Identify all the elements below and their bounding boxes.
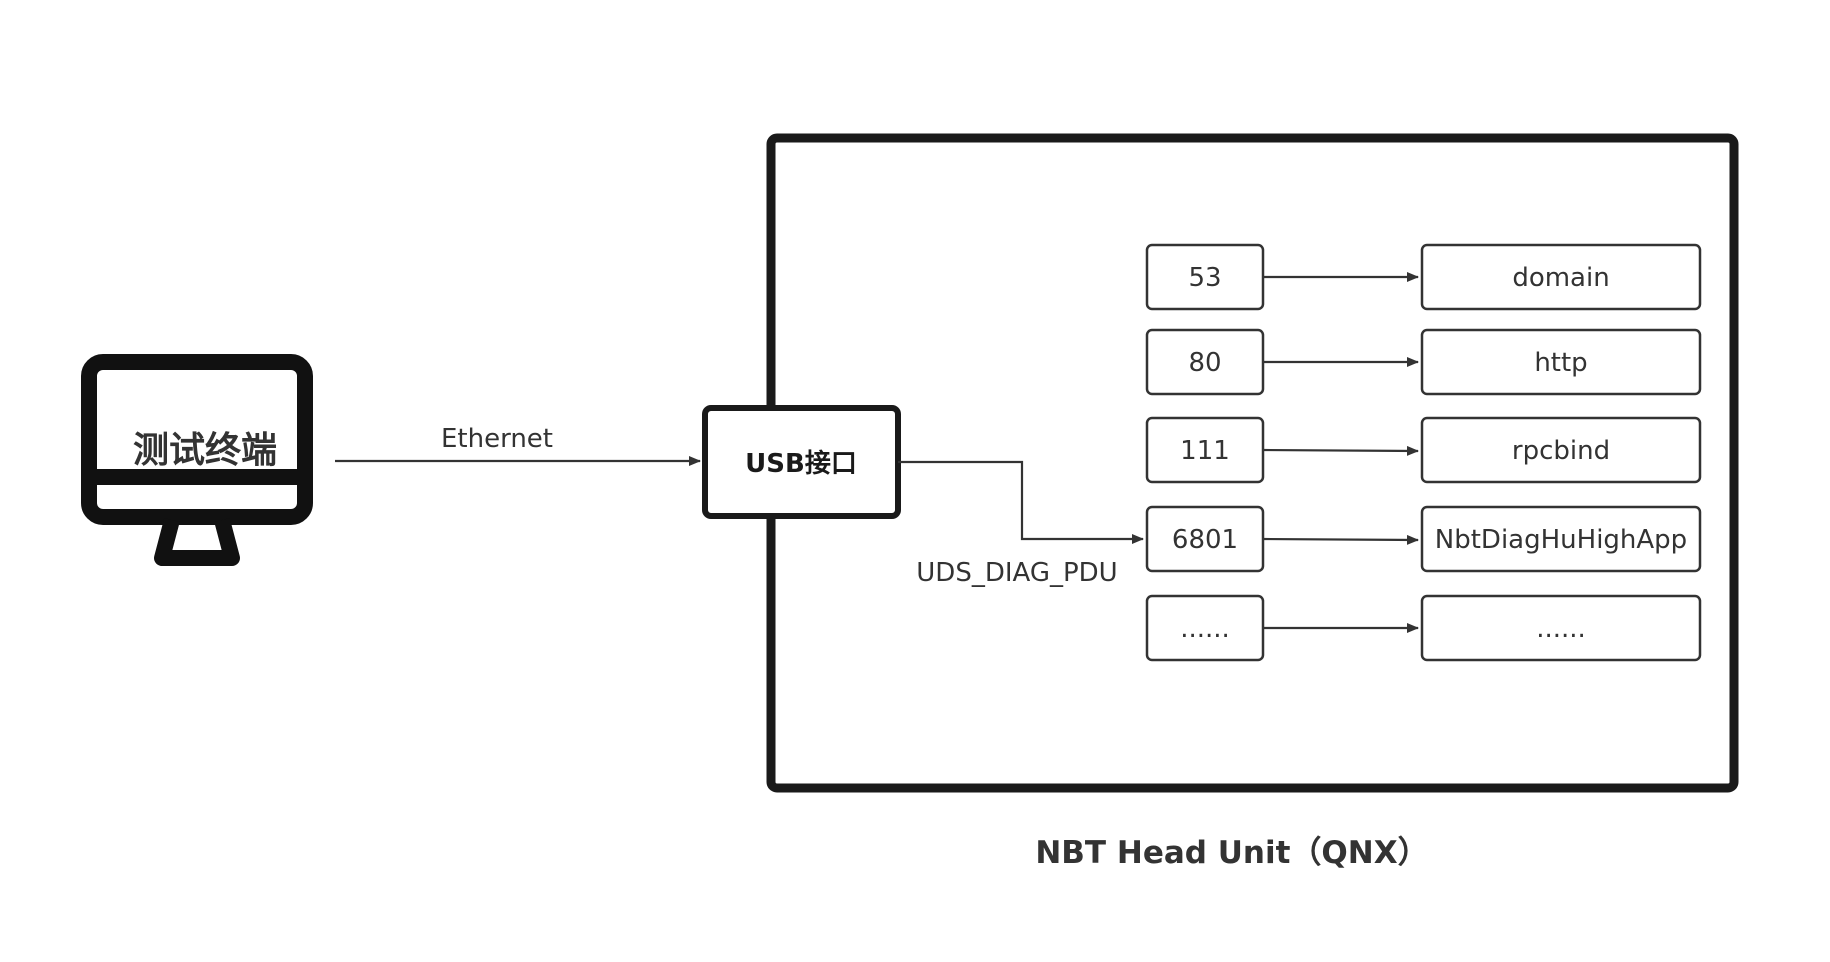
service-box <box>1420 416 1702 484</box>
monitor-stand-icon <box>154 517 240 566</box>
port-row-6801: 6801 NbtDiagHuHighApp <box>1145 505 1702 573</box>
ethernet-label: Ethernet <box>441 424 553 454</box>
port-arrow <box>1262 534 1419 545</box>
port-label: 6801 <box>1172 525 1238 555</box>
service-label: domain <box>1512 263 1609 293</box>
port-label: 53 <box>1188 263 1221 293</box>
port-label: 111 <box>1180 436 1230 466</box>
port-row-53: 53 domain <box>1145 243 1702 311</box>
service-label: NbtDiagHuHighApp <box>1435 525 1687 555</box>
test-terminal: 测试终端 <box>81 354 313 566</box>
service-label: http <box>1534 348 1587 378</box>
service-box <box>1420 505 1702 573</box>
port-row-more: ...... ...... <box>1145 594 1702 662</box>
service-box <box>1420 594 1702 662</box>
service-label: ...... <box>1536 614 1586 644</box>
port-arrow <box>1262 445 1419 456</box>
service-box <box>1420 328 1702 396</box>
port-label: ...... <box>1180 614 1230 644</box>
head-unit-caption: NBT Head Unit（QNX） <box>1035 835 1428 871</box>
usb-interface-label: USB接口 <box>745 449 857 479</box>
port-label: 80 <box>1188 348 1221 378</box>
service-label: rpcbind <box>1512 436 1610 466</box>
uds-diag-link <box>898 460 1144 544</box>
port-row-111: 111 rpcbind <box>1145 416 1702 484</box>
port-row-80: 80 http <box>1145 328 1702 396</box>
terminal-label: 测试终端 <box>133 430 277 471</box>
uds-diag-label: UDS_DIAG_PDU <box>916 558 1117 588</box>
service-box <box>1420 243 1702 311</box>
